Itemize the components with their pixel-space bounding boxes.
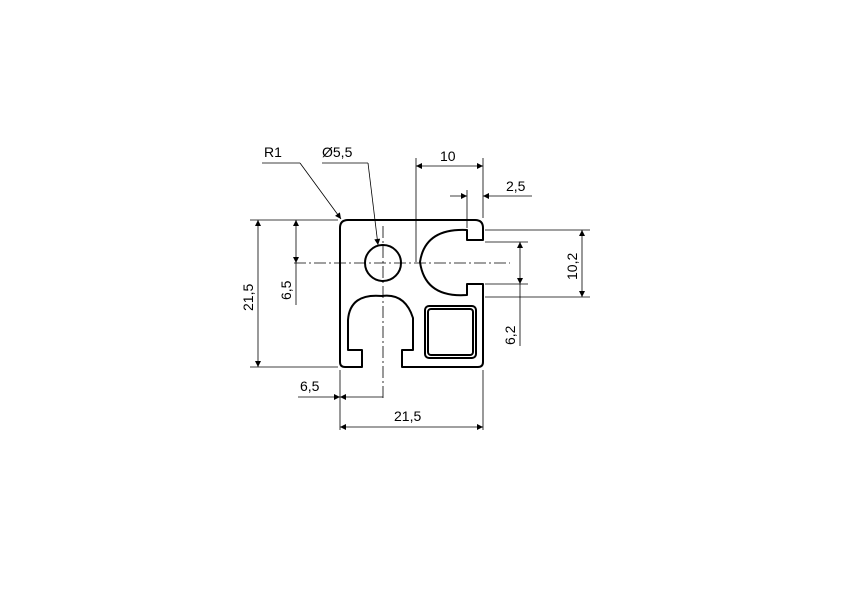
dimension-height-total: 21,5 xyxy=(240,219,338,368)
outer-contour xyxy=(339,219,484,368)
dimension-bottom-offset-label: 6,5 xyxy=(300,378,320,394)
diameter-dimension: Ø5,5 xyxy=(322,144,381,246)
center-lines xyxy=(294,226,510,400)
dimension-hole-height: 6,5 xyxy=(278,220,299,305)
diameter-label: Ø5,5 xyxy=(322,144,353,160)
square-cavity-inner xyxy=(427,308,474,356)
dimension-10-label: 10 xyxy=(440,148,456,164)
dimension-6-2-label: 6,2 xyxy=(502,325,518,345)
radius-label: R1 xyxy=(264,144,282,160)
radius-dimension: R1 xyxy=(262,144,342,220)
dimension-width-total-label: 21,5 xyxy=(394,408,421,424)
dimension-width-total: 21,5 xyxy=(340,370,484,430)
dimension-10: 10 xyxy=(415,148,484,262)
dimension-6-2: 6,2 xyxy=(485,241,528,346)
profile-outline xyxy=(339,219,484,368)
dimension-10-2-label: 10,2 xyxy=(564,253,580,280)
dimension-2-5-label: 2,5 xyxy=(506,178,526,194)
dimension-10-2: 10,2 xyxy=(485,229,590,298)
dimension-2-5: 2,5 xyxy=(450,178,532,228)
square-cavity xyxy=(424,305,477,359)
dimension-height-total-label: 21,5 xyxy=(240,284,256,311)
dimension-bottom-offset: 6,5 xyxy=(298,370,383,430)
dimension-hole-height-label: 6,5 xyxy=(278,280,294,300)
